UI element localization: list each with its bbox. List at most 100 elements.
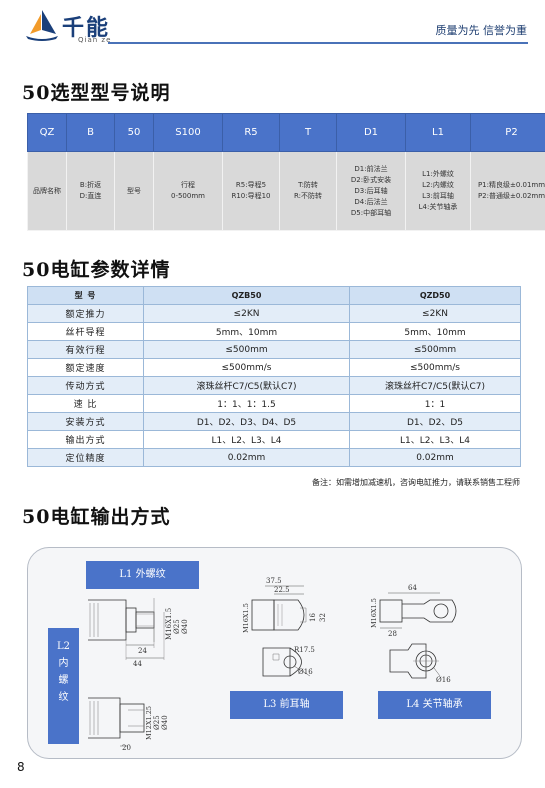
param-value: 5mm、10mm <box>349 322 521 341</box>
model-col-header: L1 <box>405 113 471 152</box>
slogan: 质量为先 信誉为重 <box>435 24 528 37</box>
model-col-header: QZ <box>27 113 67 152</box>
l3-dim-thread: M16X1.5 <box>242 603 250 633</box>
model-cell: 型号 <box>114 151 154 231</box>
l1-drawing <box>88 598 165 660</box>
output-drawings: 24 44 M16X1.5 Ø25 Ø40 20 M12X1.25 Ø25 Ø4… <box>88 577 457 752</box>
l1-label: L1 外螺纹 <box>86 561 199 589</box>
l1-dim-d40: Ø40 <box>181 619 189 634</box>
model-cell: 品牌名称 <box>27 151 67 231</box>
model-col-header: D1 <box>336 113 406 152</box>
param-value: L1、L2、L3、L4 <box>143 430 350 449</box>
param-value: ≤2KN <box>143 304 350 323</box>
model-section-title: 50选型型号说明 <box>22 82 171 104</box>
model-col-header: 50 <box>114 113 154 152</box>
brand-english: Qian ze <box>78 36 112 44</box>
param-value: D1、D2、D5 <box>349 412 521 431</box>
param-label: 有效行程 <box>27 340 144 359</box>
param-label: 速 比 <box>27 394 144 413</box>
table-row: 额定速度≤500mm/s≤500mm/s <box>27 358 521 377</box>
l1-dim-b: 44 <box>133 660 142 668</box>
l2-dim-d40: Ø40 <box>161 715 169 730</box>
l2-dim-a: 20 <box>122 744 131 752</box>
param-header-cell: 型 号 <box>27 286 144 305</box>
output-section-title: 50电缸输出方式 <box>22 506 171 528</box>
l2-drawing <box>88 697 145 747</box>
param-label: 输出方式 <box>27 430 144 449</box>
l1-dim-d25: Ø25 <box>173 619 181 634</box>
l3-dim-h2: 32 <box>319 613 327 622</box>
l4-dim-thread: M16X1.5 <box>370 598 378 628</box>
l4-dim-hole: Ø16 <box>436 676 451 684</box>
model-col-header: B <box>66 113 115 152</box>
param-value: 滚珠丝杆C7/C5(默认C7) <box>349 376 521 395</box>
param-value: ≤500mm/s <box>349 358 521 377</box>
l4-dim-a: 64 <box>408 584 417 592</box>
l4-label: L4 关节轴承 <box>378 691 491 719</box>
model-col-header: P2 <box>470 113 545 152</box>
param-label: 定位精度 <box>27 448 144 467</box>
l2-label: L2 内 螺 纹 <box>48 628 79 744</box>
sail-logo-icon <box>26 10 58 41</box>
output-diagram-panel: L1 外螺纹 L2 内 螺 纹 L3 前耳轴 L4 关节轴承 24 44 M16… <box>27 547 522 759</box>
l4-dim-b: 28 <box>388 630 397 638</box>
l3-drawing <box>251 585 311 677</box>
l1-dim-thread: M16X1.5 <box>165 608 173 640</box>
model-col-header: S100 <box>153 113 223 152</box>
param-label: 丝杆导程 <box>27 322 144 341</box>
param-value: ≤2KN <box>349 304 521 323</box>
param-header-cell: QZB50 <box>143 286 350 305</box>
param-value: 0.02mm <box>143 448 350 467</box>
l2-dim-thread: M12X1.25 <box>145 706 153 740</box>
model-table-header: QZ B 50 S100 R5 T D1 L1 P2 <box>27 113 545 152</box>
page-number: 8 <box>17 760 25 774</box>
param-value: 5mm、10mm <box>143 322 350 341</box>
param-table-header: 型 号 QZB50 QZD50 <box>27 286 521 305</box>
param-value: ≤500mm <box>143 340 350 359</box>
param-value: 滚珠丝杆C7/C5(默认C7) <box>143 376 350 395</box>
param-value: L1、L2、L3、L4 <box>349 430 521 449</box>
header-divider <box>108 42 528 44</box>
table-row: 传动方式滚珠丝杆C7/C5(默认C7)滚珠丝杆C7/C5(默认C7) <box>27 376 521 395</box>
l1-dim-a: 24 <box>138 647 147 655</box>
l3-dim-hole: Ø16 <box>298 668 313 676</box>
l3-label: L3 前耳轴 <box>230 691 343 719</box>
param-label: 额定推力 <box>27 304 144 323</box>
table-row: 额定推力≤2KN≤2KN <box>27 304 521 323</box>
param-section-title: 50电缸参数详情 <box>22 259 171 281</box>
param-value: 0.02mm <box>349 448 521 467</box>
param-value: ≤500mm/s <box>143 358 350 377</box>
param-value: 1：1、1：1.5 <box>143 394 350 413</box>
param-label: 额定速度 <box>27 358 144 377</box>
l3-dim-h1: 16 <box>309 613 317 622</box>
param-note: 备注：如需增加减速机，咨询电缸推力，请联系销售工程师 <box>312 478 520 487</box>
l2-dim-d25: Ø25 <box>153 715 161 730</box>
model-col-header: R5 <box>222 113 280 152</box>
l3-dim-radius: R17.5 <box>294 646 315 654</box>
param-value: D1、D2、D3、D4、D5 <box>143 412 350 431</box>
param-header-cell: QZD50 <box>349 286 521 305</box>
l3-dim-a: 37.5 <box>266 577 282 585</box>
model-col-header: T <box>279 113 337 152</box>
param-label: 安装方式 <box>27 412 144 431</box>
brand-name: 千能 <box>62 15 111 41</box>
table-row: 有效行程≤500mm≤500mm <box>27 340 521 359</box>
param-label: 传动方式 <box>27 376 144 395</box>
l3-dim-b: 22.5 <box>274 586 290 594</box>
l4-drawing <box>379 592 457 679</box>
